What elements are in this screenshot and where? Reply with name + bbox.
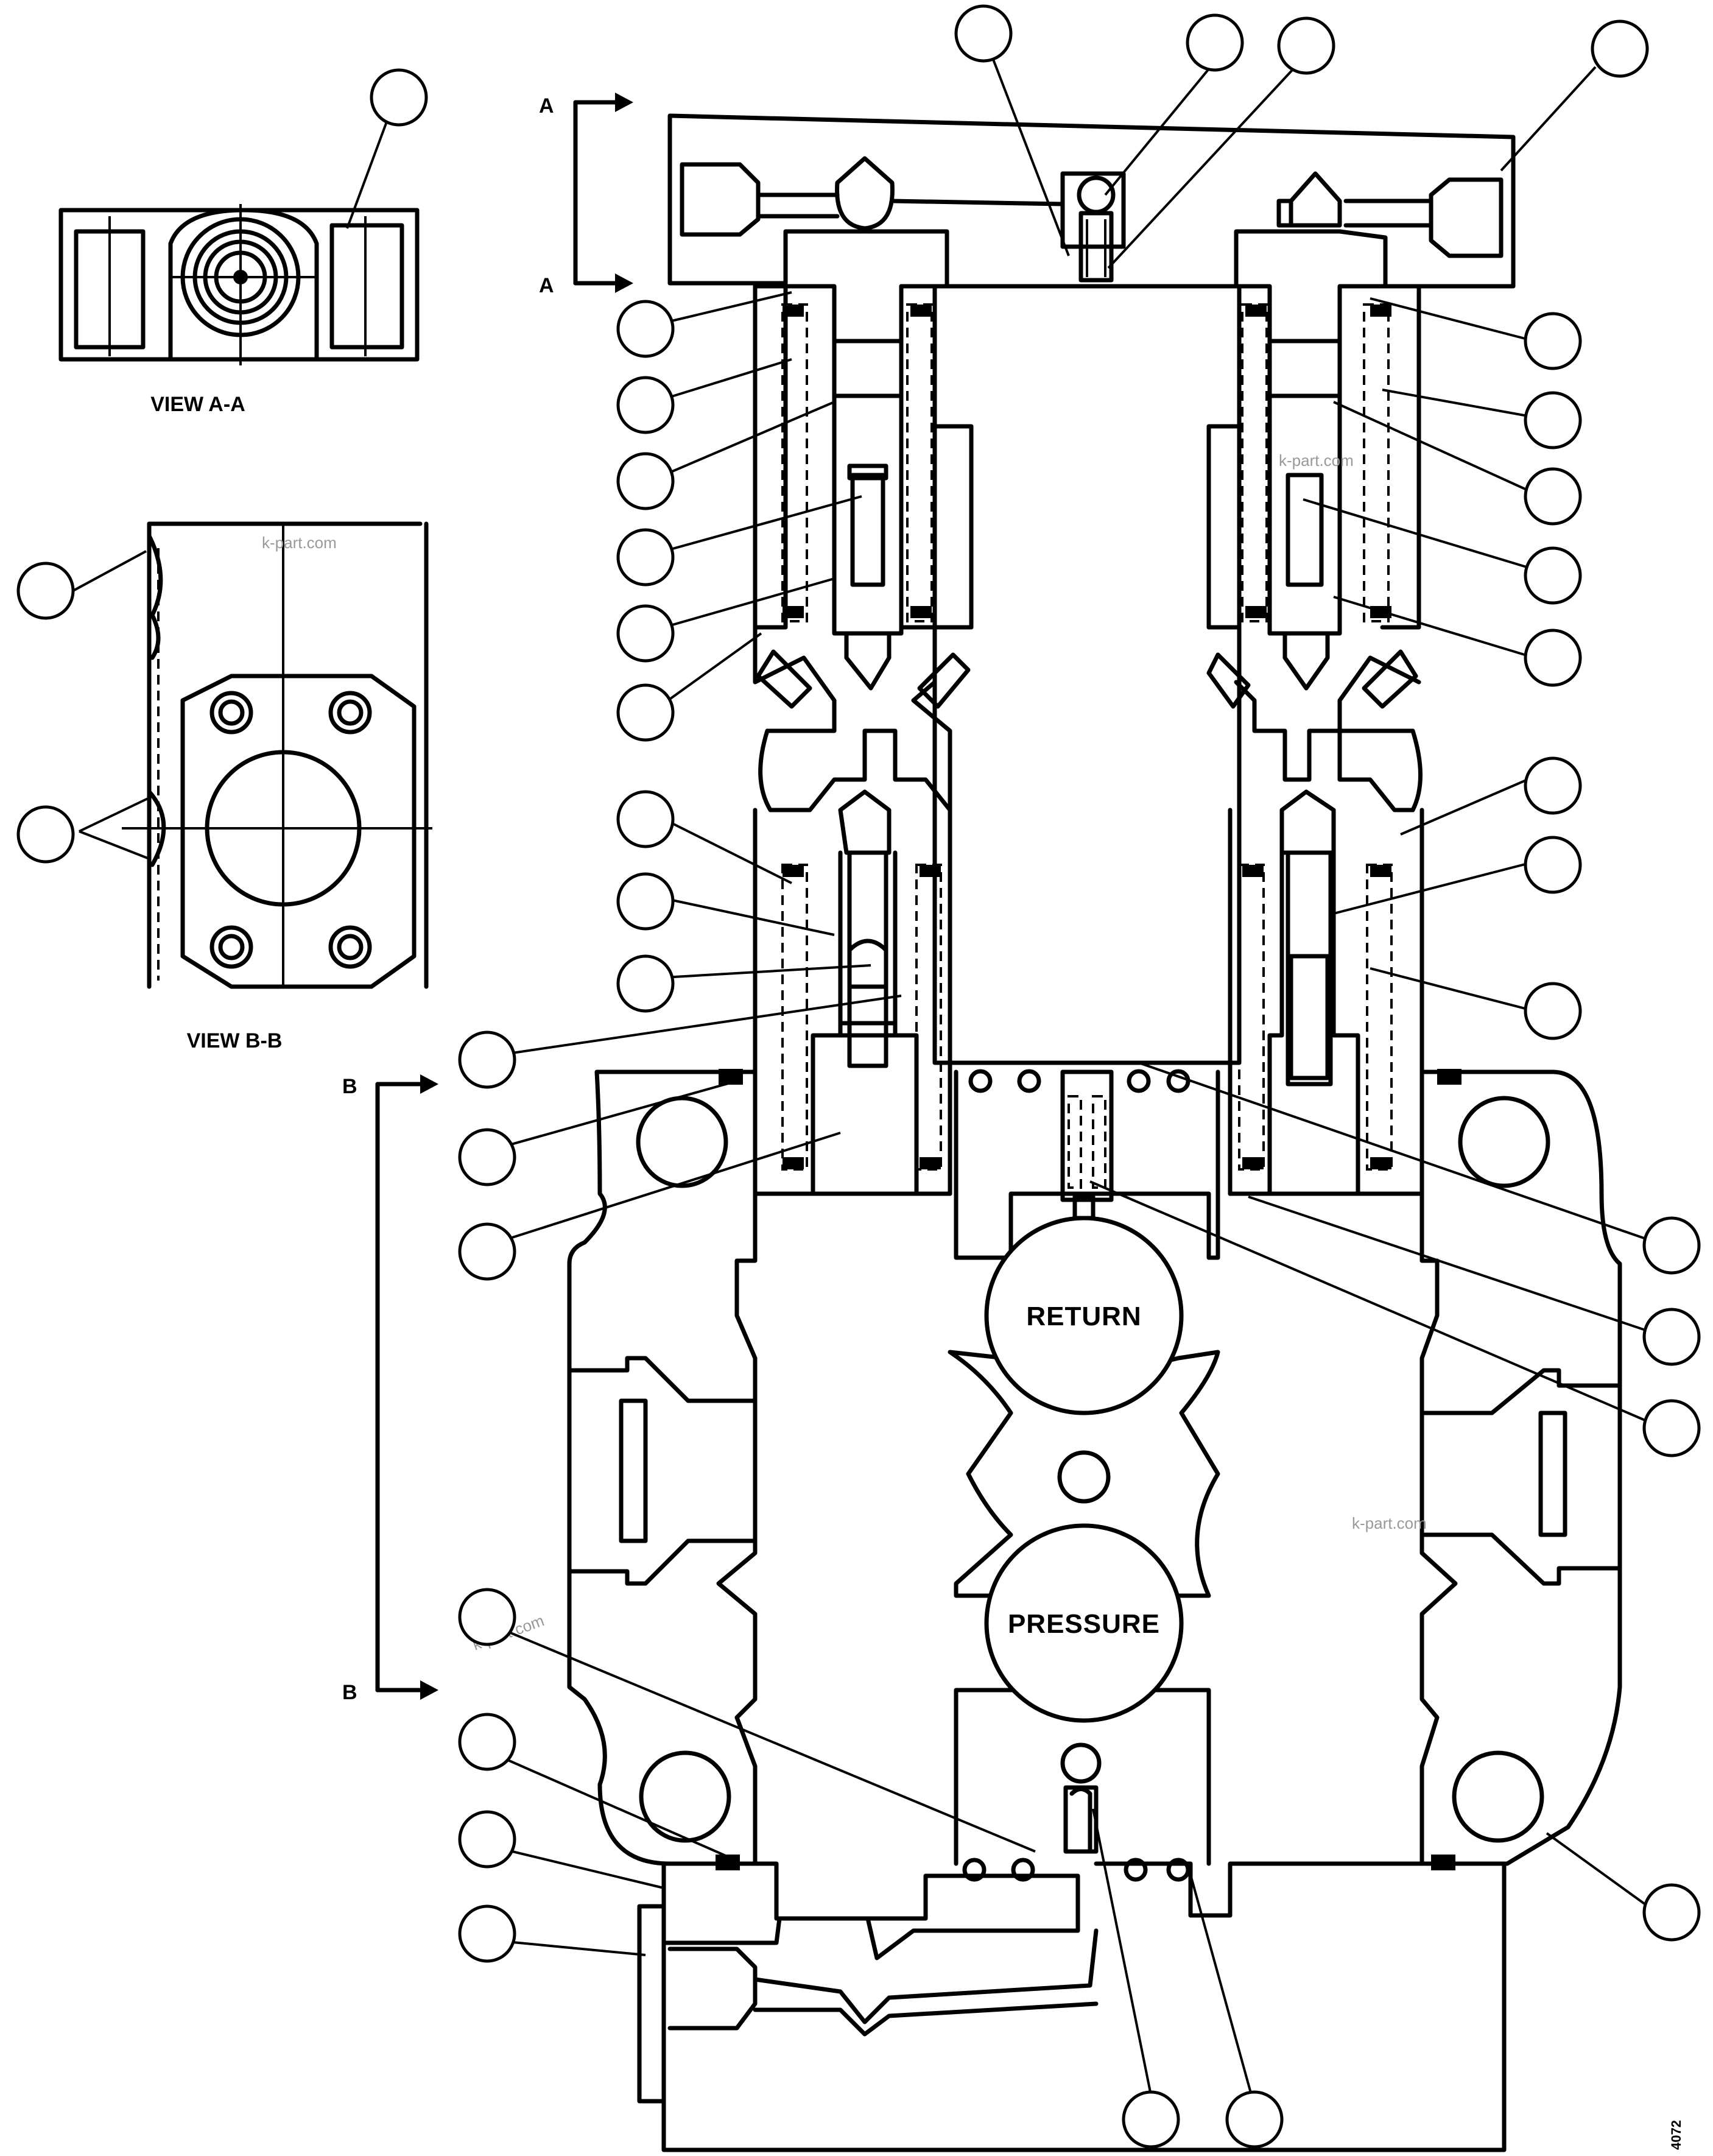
- callout-balloon: [1642, 1883, 1701, 1942]
- watermark-3: k-part.com: [1352, 1514, 1427, 1532]
- callout-balloon: [1277, 16, 1335, 75]
- view-aa-caption: VIEW A-A: [150, 393, 245, 416]
- callout-balloon: [1591, 19, 1649, 78]
- callout-balloon: [954, 4, 1013, 63]
- section-b-top-label: B: [342, 1075, 357, 1098]
- section-arrow-b: B B: [342, 1074, 438, 1704]
- callout-balloon: [458, 1222, 516, 1281]
- callout-balloon: [1225, 2090, 1284, 2149]
- callout-balloon: [16, 805, 75, 864]
- watermark-2: k-part.com: [1279, 451, 1354, 470]
- callout-balloon: [1186, 13, 1244, 72]
- return-port-label: RETURN: [1026, 1302, 1141, 1331]
- callout-balloon: [458, 1904, 516, 1963]
- callout-balloon: [458, 1713, 516, 1771]
- watermark-1: k-part.com: [262, 534, 337, 552]
- callout-balloon: [16, 562, 75, 620]
- callout-balloon: [616, 683, 675, 742]
- callout-balloon: [616, 790, 675, 848]
- callout-balloons: [16, 4, 1701, 2149]
- callout-balloon: [616, 872, 675, 931]
- section-arrow-a-bottom: A: [539, 273, 633, 297]
- callout-balloon: [1524, 391, 1582, 449]
- callout-balloon: [1524, 467, 1582, 526]
- section-b-bottom-label: B: [342, 1681, 357, 1704]
- callout-balloon: [458, 1588, 516, 1646]
- pressure-port-circle: [984, 1523, 1184, 1723]
- view-bb-drawing: k-part.com VIEW B-B: [122, 521, 432, 1052]
- callout-balloon: [1642, 1399, 1701, 1457]
- callout-balloon: [616, 376, 675, 434]
- pressure-port-label: PRESSURE: [1008, 1609, 1160, 1639]
- callout-balloon: [1642, 1216, 1701, 1275]
- callout-balloon: [458, 1128, 516, 1186]
- callout-balloon: [1122, 2090, 1180, 2149]
- view-bb-caption: VIEW B-B: [187, 1029, 283, 1052]
- callout-balloon: [1524, 756, 1582, 815]
- callout-balloon: [458, 1030, 516, 1089]
- callout-balloon: [1524, 546, 1582, 605]
- callout-balloon: [616, 452, 675, 510]
- view-aa-drawing: VIEW A-A: [58, 204, 420, 416]
- section-a-top-label: A: [539, 94, 554, 118]
- callout-balloon: [616, 300, 675, 358]
- callout-balloon: [1524, 836, 1582, 894]
- callout-balloon: [616, 954, 675, 1013]
- callout-balloon: [616, 604, 675, 663]
- callout-leaders: [72, 51, 1658, 2096]
- section-arrow-a-top: A: [539, 93, 633, 286]
- callout-balloon: [616, 528, 675, 587]
- callout-balloon: [370, 68, 428, 127]
- callout-balloon: [458, 1810, 516, 1869]
- main-valve-body: RETURN PRESSURE: [567, 113, 1622, 2152]
- callout-balloon: [1524, 312, 1582, 370]
- section-a-bottom-label: A: [539, 274, 554, 297]
- callout-balloon: [1642, 1308, 1701, 1366]
- figure-number: 4072: [1669, 2120, 1684, 2150]
- callout-balloon: [1524, 629, 1582, 687]
- callout-balloon: [1524, 982, 1582, 1040]
